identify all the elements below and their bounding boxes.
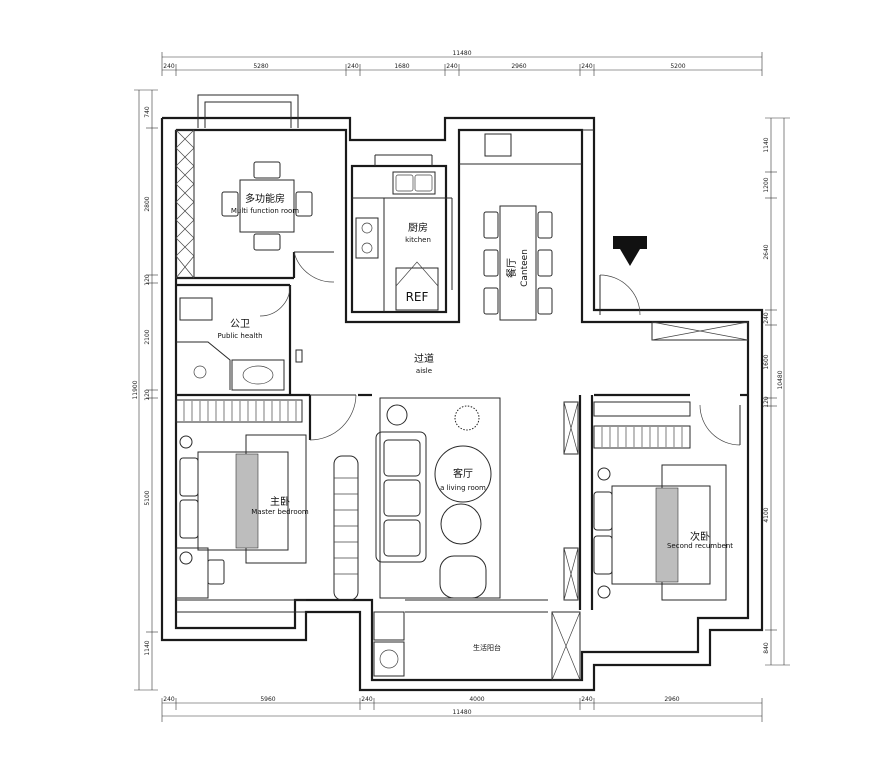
dim-left-0: 740 <box>144 106 151 118</box>
dim-right-7: 840 <box>763 642 770 654</box>
sofa <box>375 431 427 563</box>
master-bedroom-area <box>175 394 359 601</box>
dimension-right: 1140 1200 2640 240 1600 120 4100 840 104… <box>763 117 790 666</box>
fridge <box>395 267 439 311</box>
second-bedroom-area <box>563 401 741 601</box>
dim-left-4: 120 <box>144 389 151 401</box>
dim-right-1: 1200 <box>763 177 770 192</box>
dim-left-6: 1140 <box>144 640 151 655</box>
washbasin <box>231 359 285 391</box>
dim-top-total: 11480 <box>452 50 471 57</box>
chair <box>253 161 281 179</box>
dim-bottom-0: 240 <box>163 696 175 703</box>
room-label-public-health-cn: 公卫 <box>230 319 250 330</box>
room-label-living-cn: 客厅 <box>453 467 473 480</box>
dim-top-5: 2960 <box>511 63 526 70</box>
room-label-kitchen-cn: 厨房 <box>408 221 428 234</box>
balcony-area <box>373 611 581 681</box>
dim-bottom-1: 5960 <box>260 696 275 703</box>
canteen-sink <box>484 133 512 157</box>
room-label-second-en: Second recumbent <box>667 542 733 550</box>
armchair <box>439 555 487 599</box>
dim-top-6: 240 <box>581 63 593 70</box>
room-label-master-cn: 主卧 <box>270 495 290 508</box>
dim-bottom-3: 4000 <box>469 696 484 703</box>
kitchen-area: REF <box>352 171 453 312</box>
dim-left-3: 2100 <box>144 329 151 344</box>
room-label-second-cn: 次卧 <box>690 530 710 543</box>
dining-table <box>499 205 537 321</box>
fridge-label: REF <box>406 290 429 304</box>
room-label-kitchen-en: kitchen <box>405 236 431 244</box>
dim-right-6: 4100 <box>763 507 770 522</box>
second-bed <box>611 485 711 585</box>
kitchen-sink <box>392 171 436 195</box>
dimension-bottom: 240 5960 240 4000 240 2960 11480 <box>161 696 763 722</box>
room-labels: 多功能房 Multi function room 厨房 kitchen 餐厅 C… <box>217 192 733 652</box>
coffee-table <box>434 445 492 503</box>
dimension-top: 11480 240 5280 240 1680 240 2960 240 520… <box>161 50 763 76</box>
room-label-canteen-cn: 餐厅 <box>505 258 518 278</box>
chair <box>221 191 239 217</box>
dim-top-3: 1680 <box>394 63 409 70</box>
public-health-area <box>176 285 303 391</box>
dim-right-2: 2640 <box>763 244 770 259</box>
dim-top-4: 240 <box>446 63 458 70</box>
dim-bottom-total: 11480 <box>452 709 471 716</box>
dim-top-0: 240 <box>163 63 175 70</box>
dim-left-2: 120 <box>144 274 151 286</box>
living-rug <box>379 397 501 599</box>
walls <box>160 94 764 692</box>
dim-right-4: 1600 <box>763 354 770 369</box>
room-label-multi-cn: 多功能房 <box>245 192 285 205</box>
room-label-multi-en: Multi function room <box>231 207 299 215</box>
room-label-balcony-cn: 生活阳台 <box>473 643 501 652</box>
chair <box>295 191 313 217</box>
dim-top-7: 5200 <box>670 63 685 70</box>
dim-top-1: 5280 <box>253 63 268 70</box>
entrance-arrow-icon <box>613 236 647 266</box>
room-label-aisle-en: aisle <box>416 367 432 375</box>
dim-right-5: 120 <box>763 396 770 408</box>
stove <box>355 217 379 259</box>
room-label-living-en: a living room <box>440 484 486 492</box>
dim-right-0: 1140 <box>763 137 770 152</box>
dim-left-total: 11900 <box>132 380 139 399</box>
master-wardrobe <box>175 399 303 423</box>
dim-bottom-2: 240 <box>361 696 373 703</box>
living-room-area <box>375 397 501 599</box>
room-label-canteen-en: Canteen <box>520 249 530 287</box>
multi-function-room <box>175 129 335 283</box>
dim-right-3: 240 <box>763 312 770 324</box>
dim-right-total: 10480 <box>777 370 784 389</box>
room-label-public-health-en: Public health <box>217 332 262 340</box>
room-label-aisle-cn: 过道 <box>414 352 434 365</box>
multi-table <box>239 179 295 233</box>
dim-top-2: 240 <box>347 63 359 70</box>
dim-left-5: 5100 <box>144 490 151 505</box>
toilet <box>179 297 213 321</box>
room-label-master-en: Master bedroom <box>251 508 309 516</box>
dining-chairs <box>483 211 553 315</box>
dim-bottom-5: 2960 <box>664 696 679 703</box>
dim-bottom-4: 240 <box>581 696 593 703</box>
chair <box>253 233 281 251</box>
dim-left-1: 2800 <box>144 196 151 211</box>
canteen-area <box>483 133 647 321</box>
dimension-left: 740 2800 120 2100 120 5100 1140 11900 <box>132 89 158 691</box>
